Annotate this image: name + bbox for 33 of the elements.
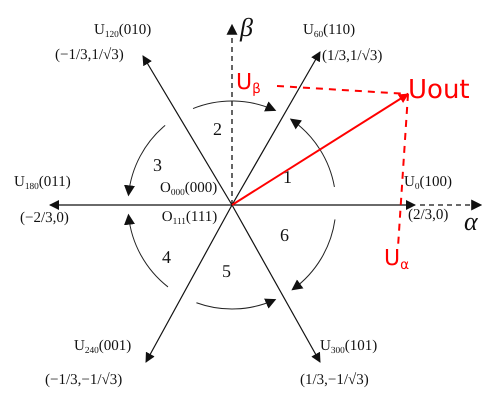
coordinate-label: (2/3,0) <box>408 207 448 224</box>
sector-number: 3 <box>153 156 162 176</box>
coordinate-label: (−1/3,1/√3) <box>55 47 124 64</box>
vector-arrow <box>49 200 232 210</box>
sector-number: 1 <box>283 168 292 188</box>
vector-label: U$_{120}$(010) <box>94 22 152 40</box>
vector-label: O$_{111}$(111) <box>162 209 218 228</box>
vector-label: U$_{240}$(001) <box>74 338 132 356</box>
sector-number: 5 <box>222 262 231 282</box>
coordinate-label: (−2/3,0) <box>20 210 69 226</box>
vector-arrow <box>232 200 416 210</box>
sector-number: 6 <box>280 226 289 246</box>
vector-label: U$_{60}$(110) <box>303 22 356 40</box>
projection-line <box>276 85 408 95</box>
handwritten-label: U$_{α}$ <box>384 246 410 274</box>
vector-arrow <box>231 93 409 206</box>
axis-label: α <box>464 208 478 237</box>
vector-arrow <box>231 51 321 206</box>
vector-label: U$_{300}$(101) <box>320 338 378 356</box>
sector-number: 2 <box>213 120 222 140</box>
coordinate-label: (−1/3,−1/√3) <box>45 372 122 388</box>
axis-label: β <box>240 14 253 43</box>
coordinate-label: (1/3,1/√3) <box>322 48 382 64</box>
vector-label: U$_{0}$(100) <box>404 174 452 192</box>
coordinate-label: (1/3,−1/√3) <box>300 372 369 388</box>
vector-arrow <box>231 204 321 363</box>
handwritten-label: U$_{β}$ <box>236 70 261 98</box>
vector-arrow <box>145 204 233 363</box>
vector-label: O$_{000}$(000) <box>160 180 218 198</box>
sector-number: 4 <box>162 248 171 268</box>
vector-label: U$_{180}$(011) <box>14 174 71 192</box>
handwritten-label: Uout <box>408 76 470 106</box>
vector-arrow <box>142 55 233 206</box>
